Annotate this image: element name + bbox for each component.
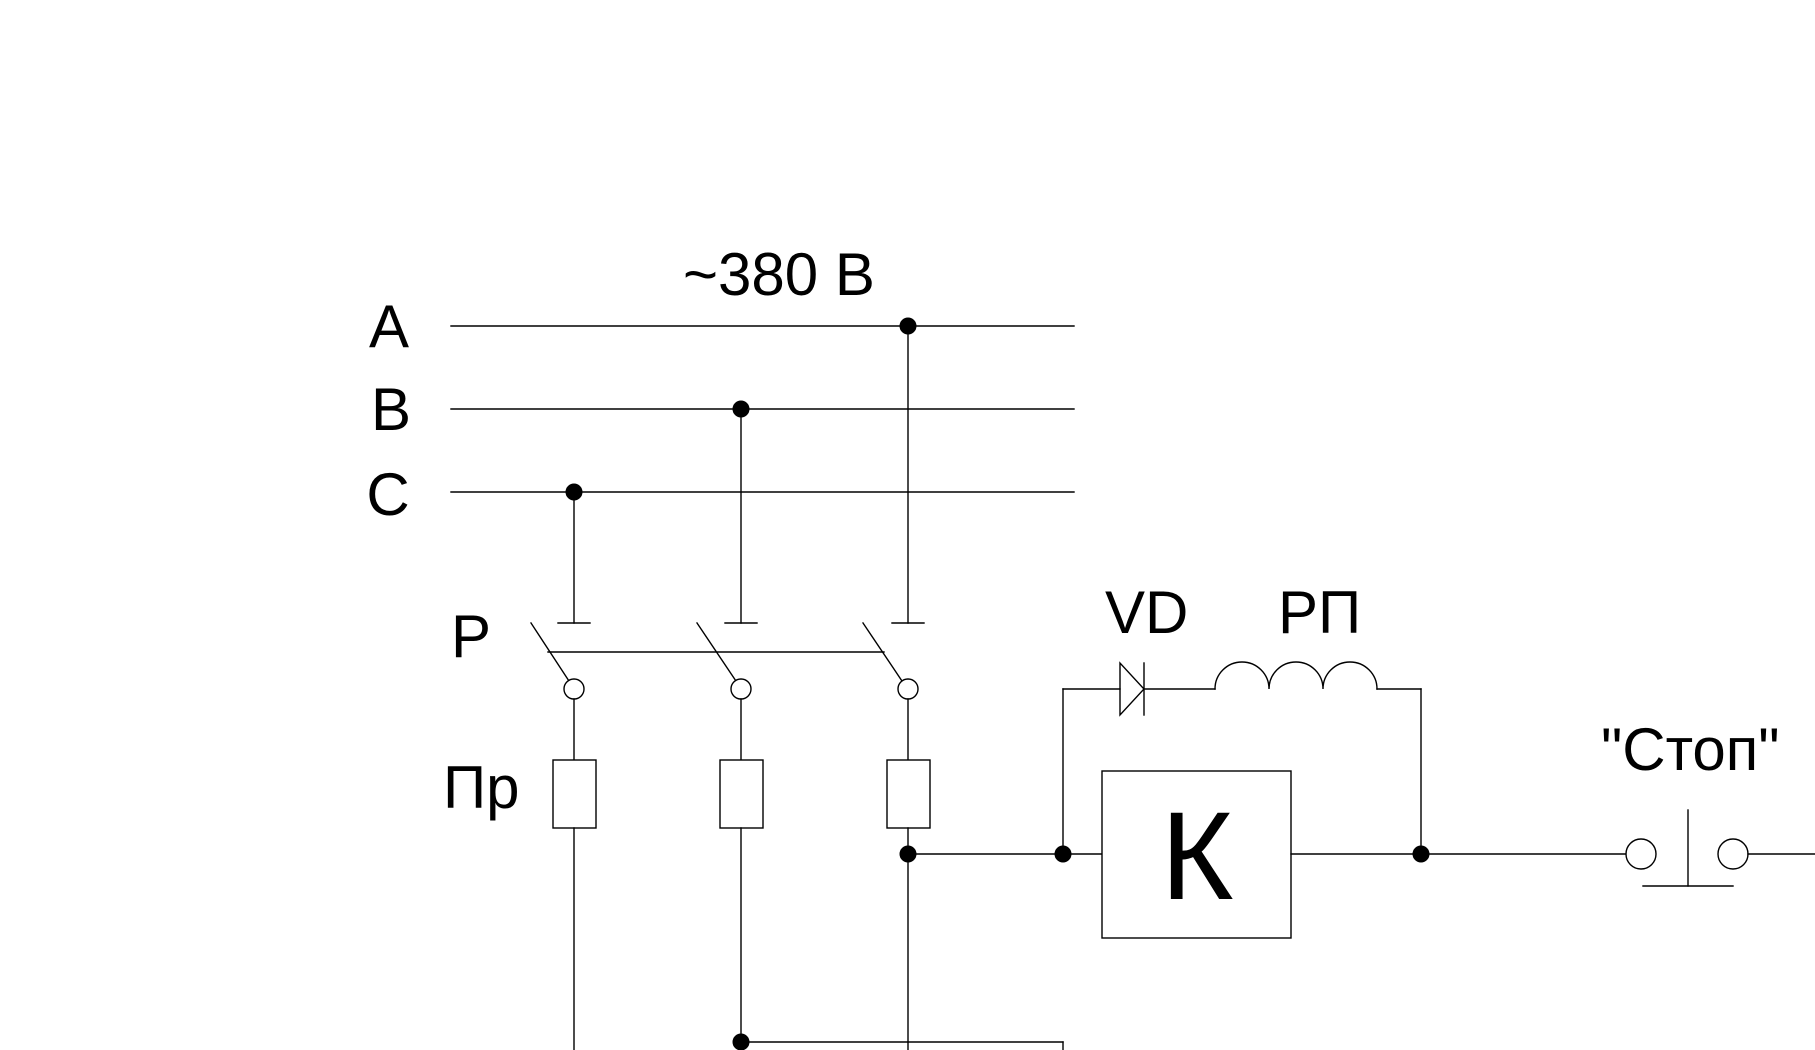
fuse-c [552, 759, 597, 829]
switch-label: Р [451, 603, 491, 670]
contactor-label: К [1161, 787, 1234, 926]
stop-button-right-terminal [1717, 838, 1749, 870]
switch-pivot-c [563, 678, 585, 700]
phase-c-label: С [366, 461, 409, 528]
switch-pivot-b [730, 678, 752, 700]
supply-voltage-label: ~380 В [683, 241, 875, 308]
phase-c-junction [565, 483, 583, 501]
diode-triangle [1119, 661, 1145, 717]
phase-a-junction [899, 317, 917, 335]
phase-a-control-junction [899, 845, 917, 863]
relay-coil-inductor [1214, 661, 1378, 690]
contactor-coil [1101, 770, 1292, 939]
phase-a-label: А [369, 293, 409, 360]
stop-button-label: "Стоп" [1601, 716, 1780, 783]
fuse-a [886, 759, 931, 829]
phase-b-label: В [371, 376, 411, 443]
switch-pivot-a [897, 678, 919, 700]
phase-b-bottom-junction [732, 1033, 750, 1050]
fuse-label: Пр [443, 754, 520, 821]
diode-label: VD [1105, 579, 1188, 646]
stop-button-left-terminal [1625, 838, 1657, 870]
phase-b-junction [732, 400, 750, 418]
fuse-b [719, 759, 764, 829]
relay-coil-label: РП [1278, 579, 1361, 646]
